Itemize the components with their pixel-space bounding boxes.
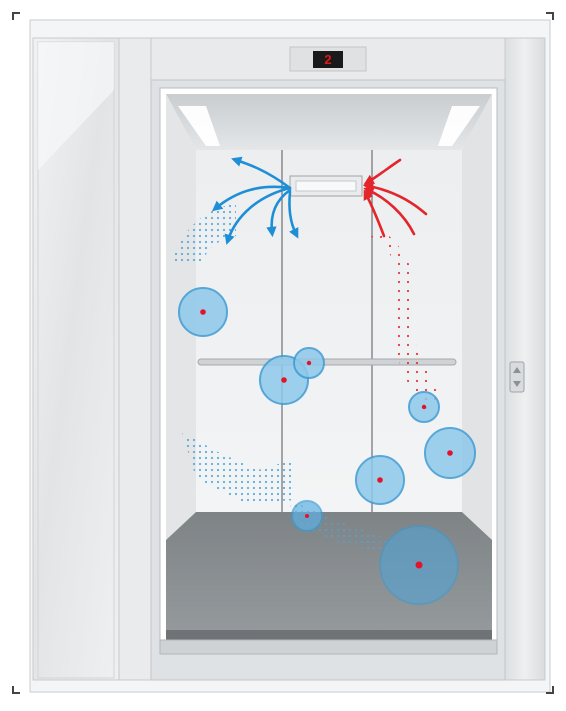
aerosol-cloud-right-wall-lower (425, 428, 475, 478)
crop-mark-bottom-right (546, 686, 554, 694)
right-door-jamb (505, 38, 545, 680)
cabin-right-wall (462, 94, 492, 540)
aerosol-cloud-left-wall (179, 288, 227, 336)
crop-mark-bottom-left (12, 686, 20, 694)
aerosol-cloud-handrail-right (294, 348, 324, 378)
crop-mark-top-left (12, 12, 20, 20)
aerosol-cloud-rear-wall-lower (356, 456, 404, 504)
door-threshold (160, 640, 497, 654)
aerosol-cloud-floor-center (292, 501, 322, 531)
call-buttons-icon (510, 362, 524, 392)
floor-indicator-display: 2 (313, 51, 343, 68)
ceiling-vent (290, 176, 362, 196)
floor-number: 2 (324, 52, 331, 67)
aerosol-cloud-floor-front (380, 526, 458, 604)
crop-mark-top-right (546, 12, 554, 20)
left-door-panel (33, 38, 151, 680)
aerosol-cloud-right-wall-upper (409, 392, 439, 422)
